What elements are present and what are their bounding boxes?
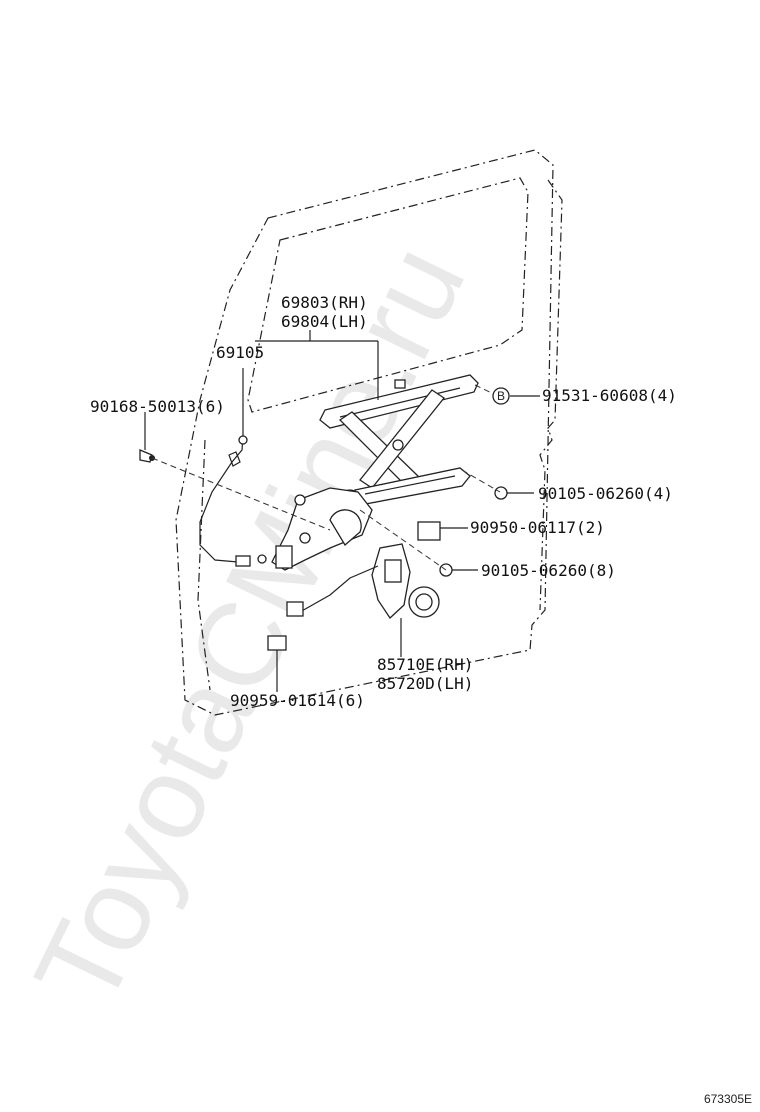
door-outline <box>175 149 563 716</box>
fasteners <box>139 449 508 651</box>
leader-lines <box>144 330 540 692</box>
callout-bolt-b: 91531-60608(4) <box>542 386 677 405</box>
callout-regulator-rh: 69803(RH) <box>281 293 368 312</box>
callout-bolt-upper: 90105-06260(4) <box>538 484 673 503</box>
callout-pad: 90950-06117(2) <box>470 518 605 537</box>
figure-code: 673305E <box>704 1092 752 1106</box>
window-regulator <box>271 374 479 571</box>
bolt-b-marker: B <box>492 387 510 405</box>
callout-motor-rh: 85710E(RH) <box>377 655 473 674</box>
callout-screw-left: 90168-50013(6) <box>90 397 225 416</box>
bolt-b-marker-label: B <box>497 389 505 403</box>
regulator-motor <box>371 543 440 619</box>
callout-regulator-lh: 69804(LH) <box>281 312 368 331</box>
callout-bolt-lower: 90105-06260(8) <box>481 561 616 580</box>
callout-clip: 90959-01614(6) <box>230 691 365 710</box>
callout-motor-lh: 85720D(LH) <box>377 674 473 693</box>
callout-cable: 69105 <box>216 343 264 362</box>
